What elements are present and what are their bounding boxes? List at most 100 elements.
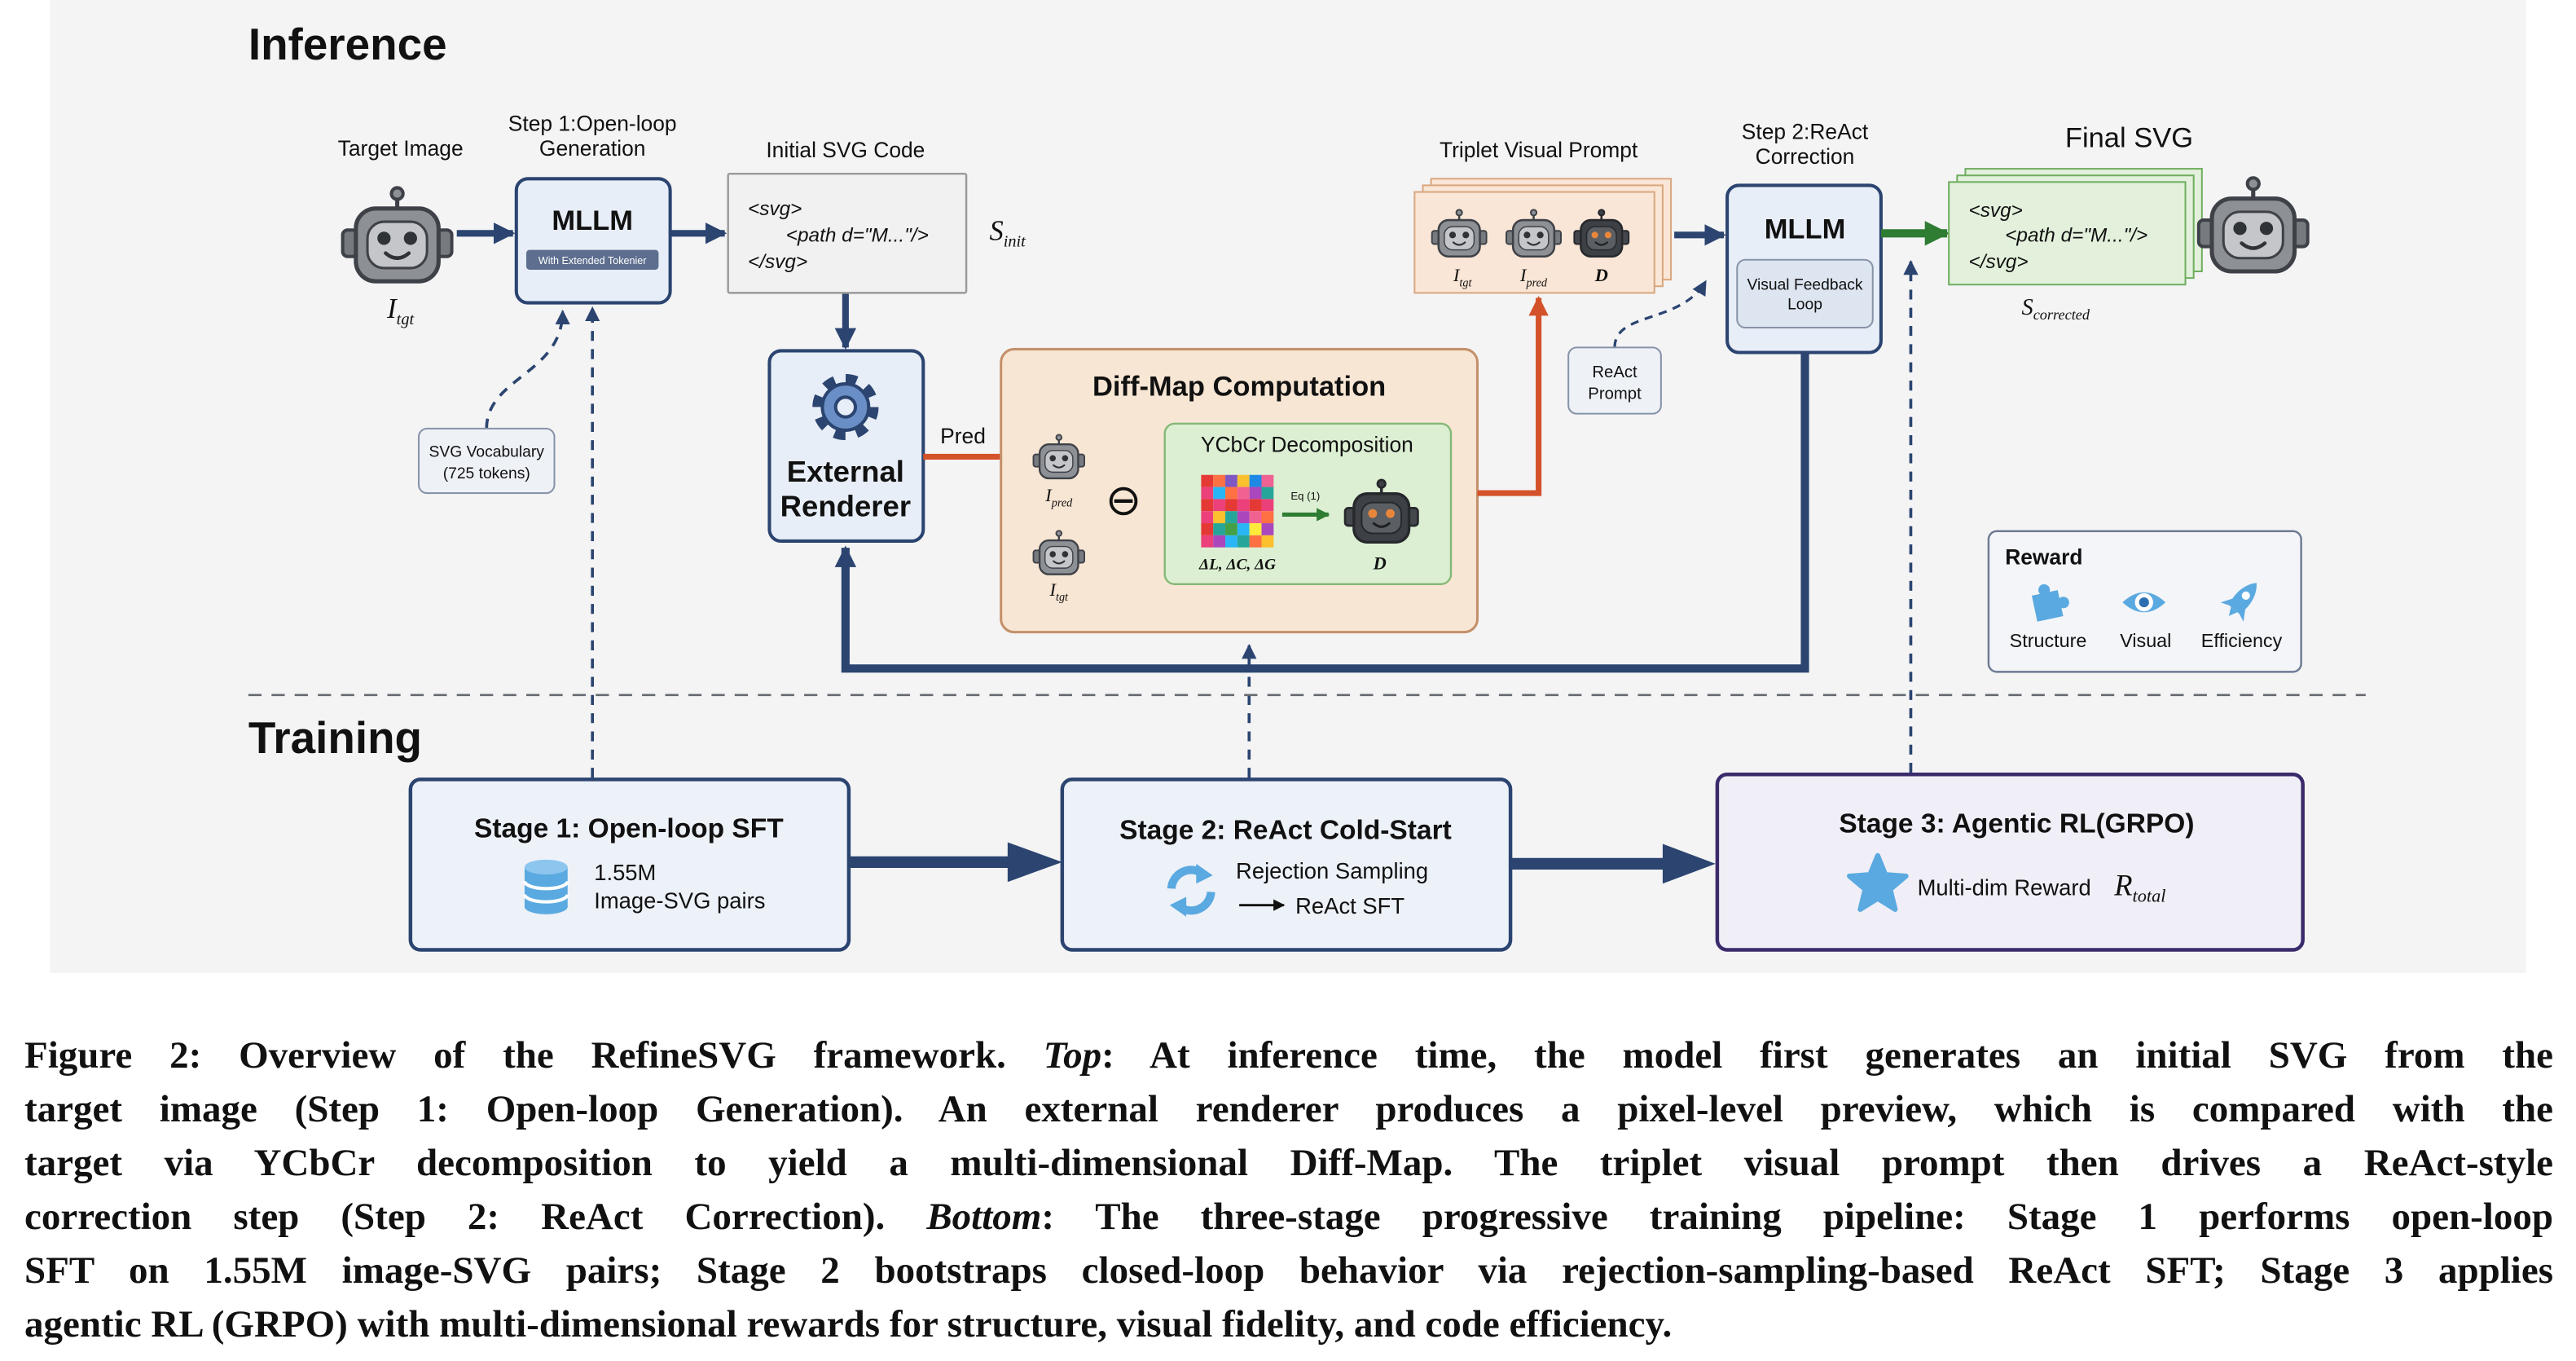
diff-map-cell [1249,499,1262,512]
rocket-icon [2220,583,2257,622]
svg-vocabulary-count: (725 tokens) [443,465,530,482]
diff-map-cell [1261,511,1274,524]
diff-map-cell [1237,523,1250,535]
stage3-box [1715,773,2305,952]
delta-label: ΔL, ΔC, ΔG [1198,556,1276,573]
initial-svg-label: Initial SVG Code [766,138,925,162]
diff-map-cell [1237,487,1250,500]
svg-vocabulary-label: SVG Vocabulary [429,443,545,460]
caption-line: agentic RL (GRPO) with multi-dimensional… [24,1297,2553,1351]
framework-diagram: Inference Target Image Itgt Step 1:Open-… [50,0,2526,973]
target-image-label: Target Image [338,136,464,161]
visual-feedback-loop-label: Visual Feedback [1747,276,1862,293]
triplet-item-math: Itgt [1453,265,1472,289]
diff-map-cell [1213,487,1226,500]
final-svg-label: Final SVG [2065,123,2193,154]
diff-map-cell [1201,487,1214,500]
caption-emphasis-top: Top [1043,1034,1102,1077]
diff-map-cell [1261,474,1274,487]
tokenizer-tag-text: With Extended Tokenier [538,255,647,266]
triplet-label: Triplet Visual Prompt [1440,138,1638,162]
caption-text: target image (Step 1: Open-loop Generati… [24,1088,2553,1130]
external-renderer-title-line2: Renderer [780,490,911,523]
diff-map-cell [1225,487,1237,500]
step2-label: Step 2:ReAct [1742,120,1869,144]
caption-line: Figure 2: Overview of the RefineSVG fram… [24,1028,2553,1082]
step1-mllm-box [514,177,672,305]
diff-map-cell [1201,499,1214,512]
caption-line: target image (Step 1: Open-loop Generati… [24,1082,2553,1136]
diff-map-cell [1249,487,1262,500]
initial-svg-code-line: <path d="M..."/> [786,224,929,246]
external-renderer-box [767,349,925,543]
caption-line: SFT on 1.55M image-SVG pairs; Stage 2 bo… [24,1244,2553,1297]
refresh-icon [1167,863,1215,917]
diff-map-cell [1201,474,1214,487]
pred-edge-label: Pred [940,424,986,448]
diff-map-cell [1225,511,1237,524]
diff-map-cell [1225,499,1237,512]
final-svg-card-front [1948,181,2187,286]
react-prompt-box [1567,346,1662,415]
diff-map-cell [1237,535,1250,548]
gear-icon [812,373,879,441]
diff-map-cell [1237,499,1250,512]
step2-mllm-title: MLLM [1765,214,1846,244]
diff-map-cell [1237,474,1250,487]
stage1-count: 1.55M [594,860,656,885]
diff-map-cell [1237,511,1250,524]
caption-text: : The three-stage progressive training p… [1041,1196,2553,1238]
diff-map-cell [1213,474,1226,487]
target-image-math: Itgt [386,293,415,328]
puzzle-icon [2032,584,2069,622]
diff-map-cell [1249,474,1262,487]
r-total-math: Rtotal [2113,868,2165,905]
figure-caption: Figure 2: Overview of the RefineSVG fram… [24,1028,2553,1351]
eye-icon [2122,592,2166,613]
diff-map-cell [1261,487,1274,500]
eq-label: Eq (1) [1290,490,1320,502]
caption-text: Figure 2: Overview of the RefineSVG fram… [24,1034,1044,1077]
s-corrected-math: Scorrected [2022,295,2090,323]
arrow-stage2-to-stage3-head [1662,843,1716,884]
step2-label-line2: Correction [1756,144,1855,169]
reward-item-label: Structure [2010,630,2087,651]
diff-map-cell [1249,511,1262,524]
database-icon [522,859,569,914]
diff-map-cell [1249,523,1262,535]
reward-title: Reward [2005,544,2082,569]
stage2-method: Rejection Sampling [1236,858,1428,883]
caption-text: : At inference time, the model first gen… [1101,1034,2553,1077]
initial-svg-code-line: <svg> [748,198,802,220]
svg-vocabulary-box [417,427,556,495]
reward-item-label: Visual [2120,630,2171,651]
minus-operator-icon: ⊖ [1106,475,1141,525]
stage2-title: Stage 2: ReAct Cold-Start [1119,815,1452,845]
final-svg-code-line: <svg> [1969,200,2023,222]
caption-line: target via YCbCr decomposition to yield … [24,1136,2553,1190]
initial-svg-code-line: </svg> [748,251,807,273]
training-heading: Training [248,712,422,763]
feedback-loop-arrow [834,352,1809,673]
step1-label: Step 1:Open-loop [508,111,677,135]
stage1-data-label: Image-SVG pairs [594,888,765,914]
final-svg-code-line: <path d="M..."/> [2005,224,2147,246]
diff-map-cell [1249,535,1262,548]
pred-math: Ipred [1044,485,1073,509]
diff-map-cell [1261,499,1274,512]
diff-map-cell [1201,511,1214,524]
react-prompt-label: ReAct [1592,363,1637,381]
initial-svg-code-box [727,172,968,294]
diff-map-cell [1213,511,1226,524]
caption-text: target via YCbCr decomposition to yield … [24,1142,2553,1184]
stage3-reward-label: Multi-dim Reward [1918,874,2091,900]
diff-map-cell [1201,523,1214,535]
caption-line: correction step (Step 2: ReAct Correctio… [24,1190,2553,1244]
ycbcr-title: YCbCr Decomposition [1201,432,1413,456]
caption-text: agentic RL (GRPO) with multi-dimensional… [24,1303,1673,1346]
star-icon [1847,852,1909,912]
stage3-title: Stage 3: Agentic RL(GRPO) [1839,808,2194,839]
diff-map-cell [1261,523,1274,535]
final-svg-code-line: </svg> [1969,251,2029,273]
diff-map-mosaic [1201,474,1274,548]
